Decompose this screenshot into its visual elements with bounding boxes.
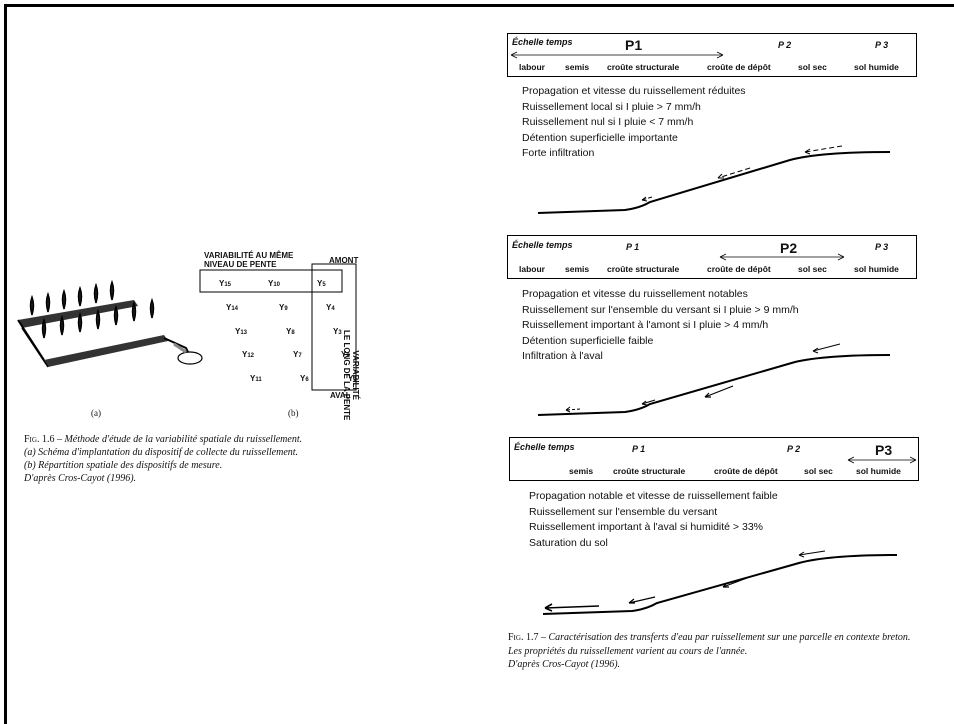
runoff-collector-illustration [17,279,203,368]
caption-line-2: Les propriétés du ruissellement varient … [508,645,748,657]
cell-y15: Y15 [219,279,232,288]
amont-label: AMONT [329,256,359,265]
label-a: (a) [91,408,101,418]
cell-y9: Y9 [279,303,288,312]
cell-y5: Y5 [317,279,326,288]
stage-croute-structurale: croûte structurale [607,62,680,72]
stage-labour: labour [519,264,545,274]
stage-sol-humide: sol humide [854,264,899,274]
timeline-title: Échelle temps [512,240,573,250]
cell-y8: Y8 [286,327,295,336]
cell-y3: Y3 [333,327,342,336]
period-arrow [847,456,917,464]
period-p1: P 1 [632,444,646,454]
period-p1: P1 [625,37,643,53]
period-p3: P3 [875,442,893,458]
caption-source: D'après Cros-Cayot (1996). [24,473,137,484]
stage-semis: semis [569,466,594,476]
caption-title: Méthode d'étude de la variabilité spatia… [64,434,303,445]
timeline-box-p3: Échelle temps P 1 P 2 P3 semis croûte st… [509,437,919,481]
cell-y7: Y7 [293,350,302,359]
stage-croute-depot: croûte de dépôt [714,466,778,476]
aval-label: AVAL [330,391,351,400]
same-level-header: VARIABILITÉ AU MÊME NIVEAU DE PENTE [204,251,294,269]
stage-semis: semis [565,264,590,274]
stage-sol-sec: sol sec [804,466,833,476]
caption-fig-number: Fig. 1.7 – [508,632,546,643]
stage-sol-humide: sol humide [854,62,899,72]
figure-1-7-caption: Fig. 1.7 – Caractérisation des transfert… [508,631,928,672]
period-p2: P2 [780,240,798,256]
cell-y4: Y4 [326,303,335,312]
slope-profile-p3 [542,550,898,615]
figure-1-6-caption: Fig. 1.6 – Méthode d'étude de la variabi… [24,433,404,485]
page-frame-left [4,4,7,724]
page-frame-top [4,4,954,7]
cell-y10: Y10 [268,279,281,288]
label-b: (b) [288,408,299,418]
stage-sol-sec: sol sec [798,62,827,72]
runoff-properties-p1: Propagation et vitesse du ruissellement … [522,85,746,159]
period-p3: P 3 [875,40,889,50]
stage-croute-depot: croûte de dépôt [707,264,771,274]
caption-line-b: (b) Répartition spatiale des dispositifs… [24,460,223,471]
stage-semis: semis [565,62,590,72]
cell-y2: Y2 [341,350,350,359]
slope-profile-p2 [537,343,891,416]
timeline-box-p1: Échelle temps P1 P 2 P 3 labour semis cr… [507,33,917,77]
caption-title: Caractérisation des transferts d'eau par… [548,632,911,643]
timeline-box-p2: Échelle temps P 1 P2 P 3 labour semis cr… [507,235,917,279]
timeline-title: Échelle temps [512,37,573,47]
period-arrow [719,253,845,261]
caption-fig-number: Fig. 1.6 – [24,434,62,445]
period-p2: P 2 [778,40,792,50]
period-p2: P 2 [787,444,801,454]
runoff-properties-p2: Propagation et vitesse du ruissellement … [522,288,799,362]
stage-sol-humide: sol humide [856,466,901,476]
cell-y12: Y12 [242,350,255,359]
cell-y13: Y13 [235,327,248,336]
runoff-properties-p3: Propagation notable et vitesse de ruisse… [529,490,778,549]
cell-y14: Y14 [226,303,239,312]
stage-croute-depot: croûte de dépôt [707,62,771,72]
period-arrow [510,51,724,59]
stage-croute-structurale: croûte structurale [607,264,680,274]
stage-croute-structurale: croûte structurale [613,466,686,476]
grid-frames [199,263,357,391]
caption-source: D'après Cros-Cayot (1996). [508,659,621,670]
cell-y11: Y11 [250,374,262,383]
stage-labour: labour [519,62,545,72]
slope-profile-p1 [537,145,891,214]
caption-line-a: (a) Schéma d'implantation du dispositif … [24,447,299,458]
cell-y6: Y6 [300,374,309,383]
cell-y1: Y1 [348,374,357,383]
timeline-title: Échelle temps [514,442,575,452]
period-p1: P 1 [626,242,640,252]
stage-sol-sec: sol sec [798,264,827,274]
period-p3: P 3 [875,242,889,252]
